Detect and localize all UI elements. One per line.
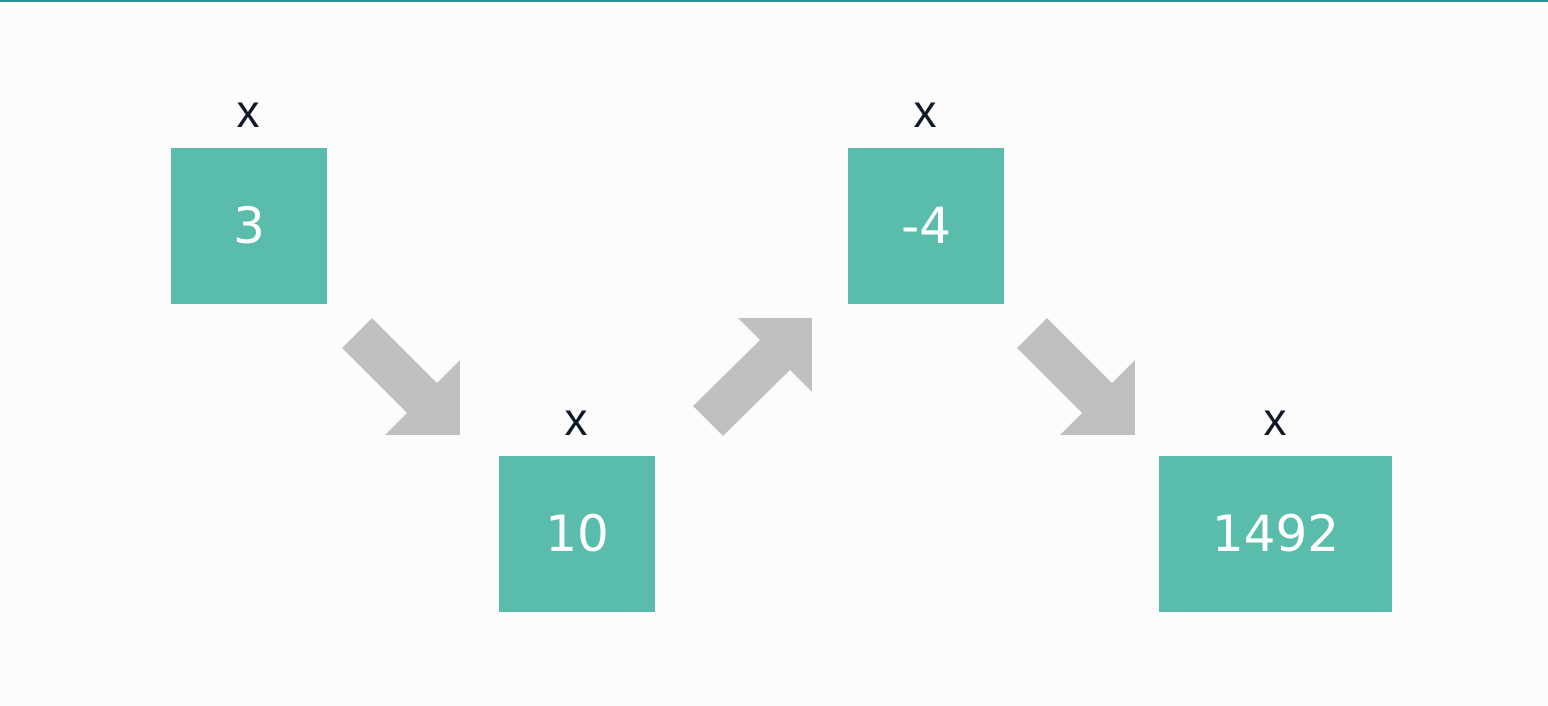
variable-label-2: x — [564, 393, 588, 445]
top-border-line — [0, 0, 1548, 2]
value-box-3: -4 — [848, 148, 1004, 304]
variable-label-4: x — [1263, 393, 1287, 445]
value-text-4: 1492 — [1211, 505, 1340, 563]
value-box-4: 1492 — [1159, 456, 1392, 612]
value-text-1: 3 — [233, 197, 265, 255]
variable-label-1: x — [236, 85, 260, 137]
value-box-1: 3 — [171, 148, 327, 304]
value-box-2: 10 — [499, 456, 655, 612]
variable-label-3: x — [913, 85, 937, 137]
value-text-2: 10 — [545, 505, 609, 563]
value-text-3: -4 — [901, 197, 951, 255]
